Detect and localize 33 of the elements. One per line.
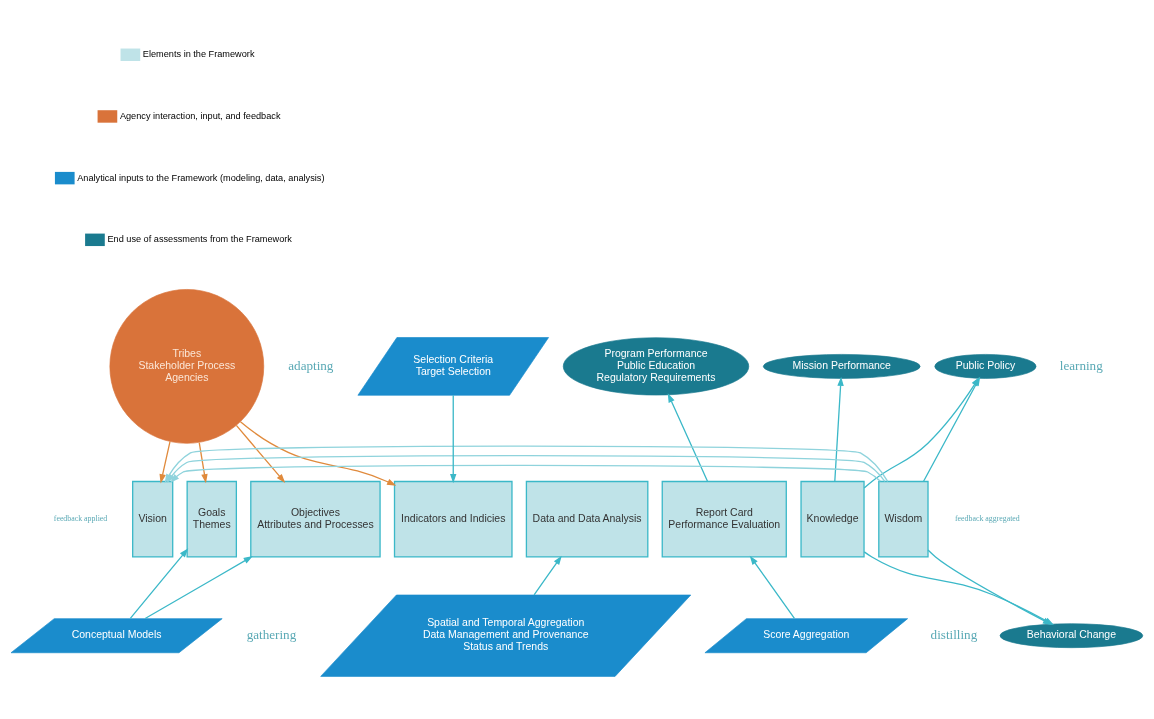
node-box: Objectives Attributes and Processes — [250, 480, 381, 558]
legend-label: Agency interaction, input, and feedback — [119, 110, 281, 121]
legend-label: End use of assessments from the Framework — [107, 234, 292, 245]
arrow — [144, 556, 253, 620]
node-box: Data and Data Analysis — [525, 480, 649, 558]
arrow — [749, 555, 796, 620]
node-ellipse: Public Policy — [934, 354, 1037, 379]
arrow — [170, 464, 882, 483]
label: distilling — [930, 626, 978, 642]
node-box: Vision — [132, 480, 174, 558]
legend-label: Elements in the Framework — [142, 49, 255, 60]
arrow — [533, 555, 562, 596]
label: learning — [1059, 357, 1103, 373]
arrow — [834, 376, 844, 483]
arrow — [667, 393, 709, 482]
node-box: Goals Themes — [186, 480, 237, 558]
legend-label: Analytical inputs to the Framework (modeling, data, analysis) — [77, 172, 325, 183]
label: adapting — [288, 357, 334, 373]
node-ellipse: Program Performance Public Education Regulatory Requirements — [562, 337, 750, 396]
node-ellipse: Mission Performance — [762, 354, 921, 379]
label: gathering — [246, 626, 297, 642]
arrow — [450, 394, 457, 484]
arrow — [129, 548, 189, 620]
node-ellipse: Behavioral Change — [999, 623, 1144, 648]
node-box: Knowledge — [800, 480, 865, 558]
arrow — [198, 441, 208, 484]
node-box: Wisdom — [878, 480, 929, 558]
arrow — [239, 421, 397, 486]
node-circle: Tribes Stakeholder Process Agencies — [109, 289, 265, 444]
arrow — [235, 424, 286, 483]
arrow — [159, 441, 171, 484]
node-box: Indicators and Indicies — [393, 480, 513, 558]
node-box: Report Card Performance Evaluation — [661, 480, 787, 558]
